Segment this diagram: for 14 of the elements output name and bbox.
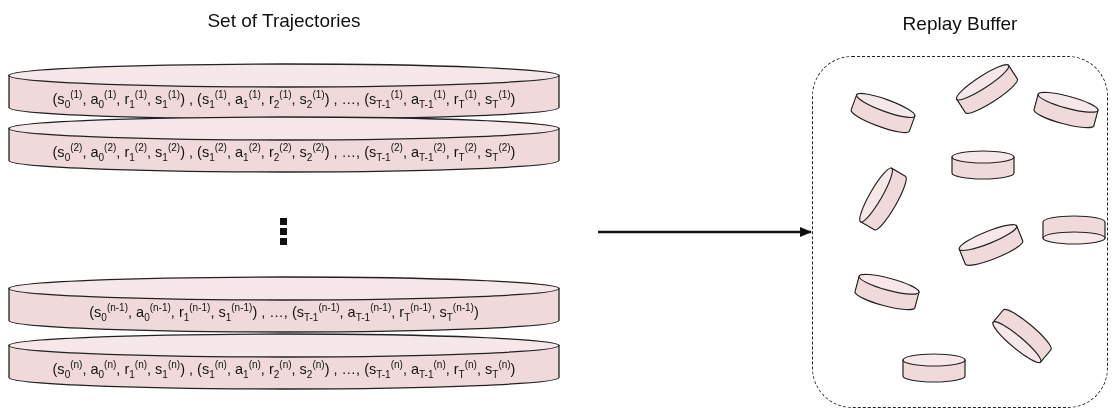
heading: Replay Buffer — [902, 13, 1018, 35]
trajectory-disc — [8, 276, 560, 333]
trajectory-text: (s$_{0}$$^{(1)}$, a$_{0}$$^{(1)}$, r$_{1}$$^{(1)}$, s$_{1}$$^{(1)}$) , (s$_{1}$$^{(1)}$, a$_{1}$$^{(1)}$, r$_{2}$$^{(1)}$, s$_{2}$$^{(1)}$) , …, (s$_{T-1}$$^{(1)}$, a$_{T-1}$$^{(1)}$, r$_{T}$$^{(1)}$, s$_{T}$$^{(1)}$) — [51, 92, 517, 107]
trajectory-disc — [8, 63, 560, 120]
trajectory-text: (s$_{0}$$^{(n)}$, a$_{0}$$^{(n)}$, r$_{1}$$^{(n)}$, s$_{1}$$^{(n)}$) , (s$_{1}$$^{(n)}$, a$_{1}$$^{(n)}$, r$_{2}$$^{(n)}$, s$_{2}$$^{(n)}$) , …, (s$_{T-1}$$^{(n)}$, a$_{T-1}$$^{(n)}$, r$_{T}$$^{(n)}$, s$_{T}$$^{(n)}$) — [51, 362, 517, 377]
disc-shape — [902, 353, 966, 383]
trajectory-disc — [8, 333, 560, 390]
disc-shape — [951, 150, 1015, 180]
arrow — [598, 227, 812, 237]
disc-shape — [1042, 215, 1106, 245]
trajectory-disc — [8, 116, 560, 173]
trajectory-text: (s$_{0}$$^{(2)}$, a$_{0}$$^{(2)}$, r$_{1}$$^{(2)}$, s$_{1}$$^{(2)}$) , (s$_{1}$$^{(2)}$, a$_{1}$$^{(2)}$, r$_{2}$$^{(2)}$, s$_{2}$$^{(2)}$) , …, (s$_{T-1}$$^{(2)}$, a$_{T-1}$$^{(2)}$, r$_{T}$$^{(2)}$, s$_{T}$$^{(2)}$) — [51, 145, 517, 160]
trajectory-text: (s$_{0}$$^{(n-1)}$, a$_{0}$$^{(n-1)}$, r$_{1}$$^{(n-1)}$, s$_{1}$$^{(n-1)}$) , …, (s$_{T-1}$$^{(n-1)}$, a$_{T-1}$$^{(n-1)}$, r$_{T}$$^{(n-1)}$, s$_{T}$$^{(n-1)}$) — [88, 305, 480, 320]
heading: Set of Trajectories — [207, 10, 361, 32]
